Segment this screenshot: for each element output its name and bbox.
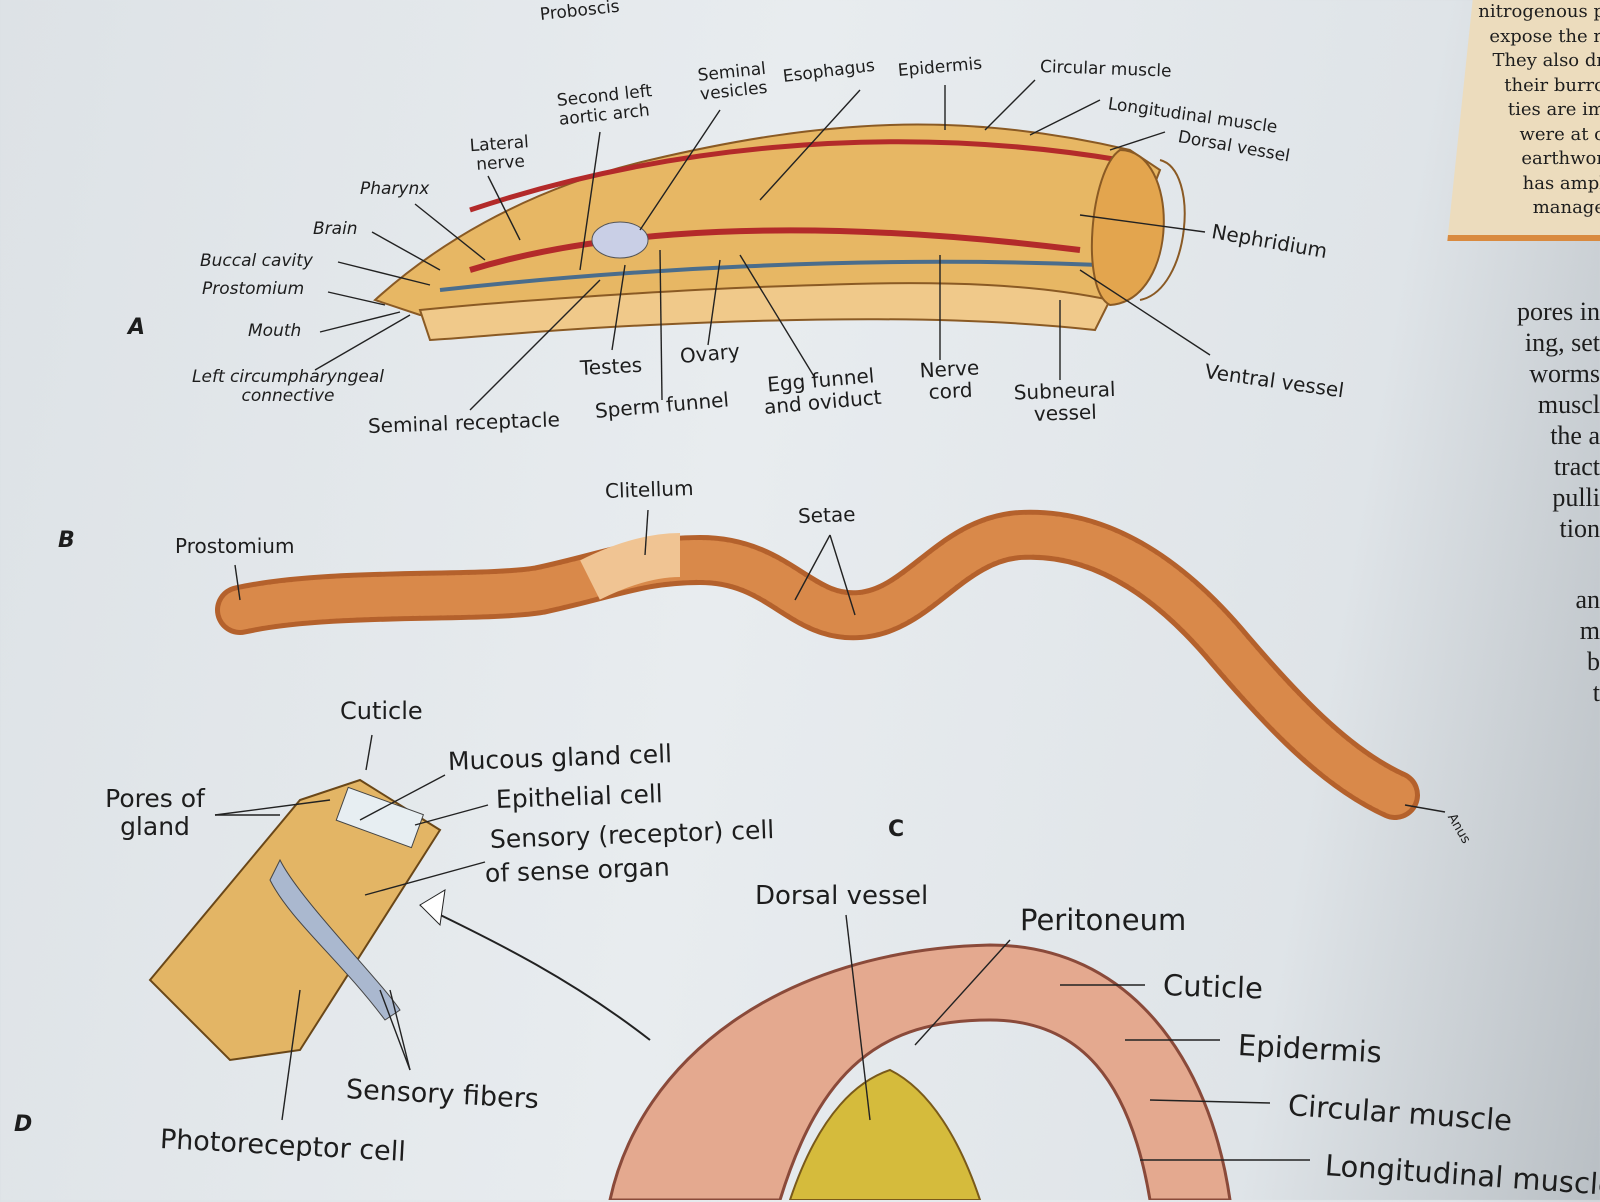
text-line: tion: [1559, 514, 1600, 543]
text-line: expose the n: [1489, 25, 1600, 47]
text-line: ing, set: [1524, 328, 1600, 357]
text-line: nitrogenous p: [1478, 1, 1600, 22]
label-dorsal-vessel-c: Dorsal vessel: [755, 881, 929, 911]
text-line: their burro: [1504, 74, 1600, 96]
label-buccal-cavity: Buccal cavity: [200, 251, 313, 271]
label-ovary: Ovary: [678, 338, 741, 368]
text-line: manage: [1532, 197, 1600, 218]
text-line: earthwor: [1521, 148, 1600, 169]
label-peritoneum: Peritoneum: [1020, 903, 1187, 937]
label-mouth: Mouth: [248, 321, 302, 341]
label-pores-of-gland: Pores of gland: [105, 784, 205, 841]
label-clitellum: Clitellum: [604, 475, 694, 503]
leader-lines-d: [214, 734, 489, 1121]
text-line: t: [1592, 678, 1600, 707]
text-line: ties are im: [1507, 99, 1600, 120]
label-pharynx: Pharynx: [360, 179, 430, 199]
body-text-column: pores in ing, set worms muscl the a trac…: [1490, 296, 1600, 708]
label-prostomium-a: Prostomium: [202, 279, 305, 299]
sidebar-box-text: nitrogenous p expose the n They also dr …: [1455, 0, 1600, 221]
worm-b: [215, 509, 1420, 820]
text-line: has ampl: [1522, 172, 1600, 194]
text-line: pulli: [1552, 483, 1600, 512]
label-nerve-cord: Nerve cord: [918, 355, 980, 405]
label-lateral-nerve: Lateral nerve: [469, 132, 530, 175]
label-testes: Testes: [579, 352, 643, 380]
text-line: muscl: [1537, 390, 1600, 419]
text-line: worms: [1529, 359, 1600, 388]
label-setae: Setae: [797, 502, 856, 528]
figure-letter-a: A: [128, 315, 146, 340]
figure-letter-c: C: [888, 817, 905, 842]
figure-letter-d: D: [14, 1112, 33, 1137]
worm-section-a: [373, 123, 1186, 342]
label-epithelial-cell: Epithelial cell: [495, 779, 664, 814]
cross-section-c: [608, 943, 1232, 1200]
leader-lines-a: [314, 79, 1211, 411]
leader-lines-b: [234, 509, 1446, 813]
leader-lines-c: [845, 914, 1310, 1161]
sense-organ-d: [148, 778, 651, 1062]
text-line: m: [1579, 616, 1600, 645]
label-of-sense-organ: of sense organ: [484, 852, 671, 888]
text-line: tract: [1553, 452, 1600, 481]
text-line: the a: [1550, 421, 1600, 450]
text-line: They also dr: [1492, 50, 1600, 71]
label-subneural-vessel: Subneural vessel: [1013, 376, 1116, 426]
label-cuticle-d: Cuticle: [340, 697, 423, 725]
label-brain: Brain: [313, 219, 358, 239]
text-line: an: [1575, 585, 1600, 614]
label-left-circumpharyngeal-connective: Left circumpharyngeal connective: [192, 367, 384, 406]
text-line: were at o: [1519, 123, 1600, 145]
label-cuticle-c: Cuticle: [1162, 968, 1264, 1006]
text-line: pores in: [1516, 297, 1600, 326]
text-line: b: [1587, 647, 1600, 676]
label-prostomium-b: Prostomium: [175, 534, 295, 558]
figure-letter-b: B: [58, 528, 75, 553]
